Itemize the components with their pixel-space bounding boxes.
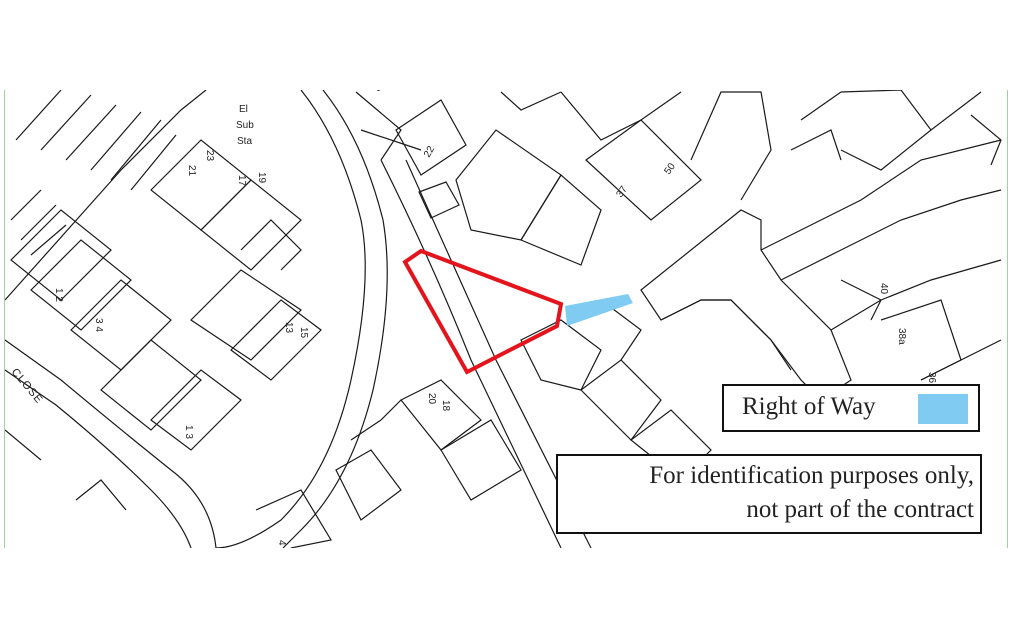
label-17: 17 <box>236 175 247 187</box>
label-18: 18 <box>440 400 451 412</box>
right-of-way-swatch <box>918 394 968 424</box>
label-40: 40 <box>878 283 889 295</box>
label-19: 19 <box>256 172 267 184</box>
label-8: 8 <box>372 90 385 94</box>
note-line-2: not part of the contract <box>746 496 974 523</box>
right-of-way <box>565 294 633 326</box>
label-50: 50 <box>662 161 678 177</box>
site-boundary <box>402 248 564 375</box>
map-linework <box>5 90 1002 548</box>
label-37: 37 <box>614 184 630 200</box>
label-1-3: 1 3 <box>183 425 194 439</box>
label-4: 4 <box>276 540 287 546</box>
label-21: 21 <box>186 165 197 177</box>
legend-label: Right of Way <box>742 393 876 420</box>
map-svg: El Sub Sta 23 21 17 19 1 2 3 4 13 15 1 3… <box>5 90 1002 548</box>
label-el: El <box>239 104 248 115</box>
road-label-close: CLOSE <box>9 366 45 406</box>
label-sta: Sta <box>237 136 252 147</box>
note-line-1: For identification purposes only, <box>649 462 974 489</box>
label-20: 20 <box>426 393 437 405</box>
site-map: El Sub Sta 23 21 17 19 1 2 3 4 13 15 1 3… <box>4 90 1008 548</box>
label-15: 15 <box>298 327 309 339</box>
label-36: 36 <box>926 372 937 384</box>
label-23: 23 <box>204 150 215 162</box>
identification-note: For identification purposes only, not pa… <box>556 454 982 534</box>
label-3-4: 3 4 <box>93 318 104 332</box>
legend: Right of Way <box>722 384 980 432</box>
label-38a: 38a <box>896 328 907 345</box>
label-22: 22 <box>422 144 437 160</box>
label-1-2: 1 2 <box>53 288 64 302</box>
label-13: 13 <box>283 322 294 334</box>
label-sub: Sub <box>236 120 254 131</box>
